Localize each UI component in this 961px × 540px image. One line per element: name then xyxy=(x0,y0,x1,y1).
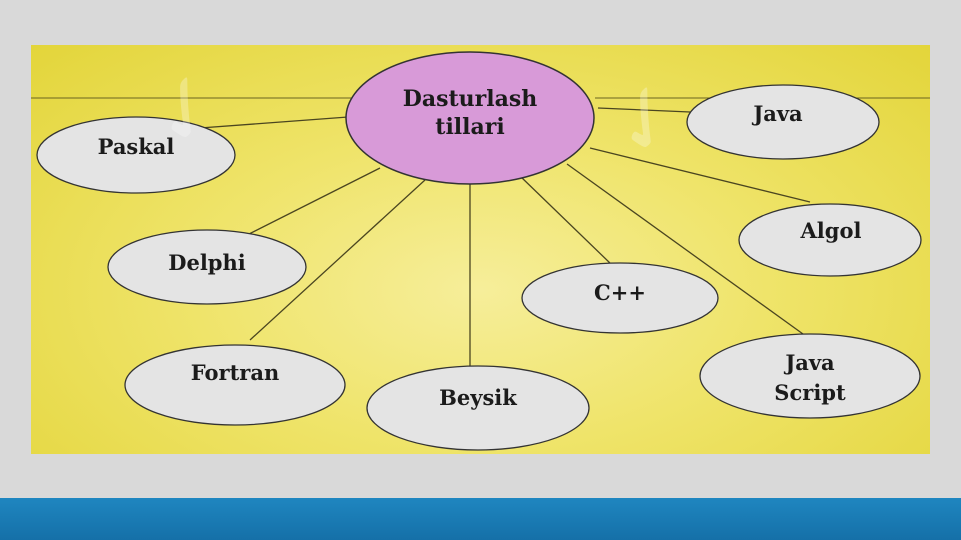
connector-algol xyxy=(589,147,811,203)
label-paskal: Paskal xyxy=(98,134,175,159)
connector-cpp xyxy=(519,175,613,266)
connector-fortran xyxy=(249,179,426,341)
node-javascript: Java Script xyxy=(699,333,921,419)
footer-bar xyxy=(0,498,961,540)
center-label-line2: tillari xyxy=(435,114,504,140)
center-label-line1: Dasturlash xyxy=(403,86,537,112)
node-delphi: Delphi xyxy=(107,229,307,305)
label-delphi: Delphi xyxy=(168,250,246,275)
node-cpp: C++ xyxy=(521,262,719,334)
node-paskal: Paskal xyxy=(36,116,236,194)
connector-paskal xyxy=(199,116,349,129)
node-fortran: Fortran xyxy=(124,344,346,426)
node-algol: Algol xyxy=(738,203,922,277)
connector-javascript xyxy=(566,163,804,335)
label-algol: Algol xyxy=(800,218,862,243)
label-cpp: C++ xyxy=(594,280,646,305)
center-node: Dasturlash tillari xyxy=(345,51,595,185)
label-javascript-line2: Script xyxy=(774,380,846,405)
label-beysik: Beysik xyxy=(439,385,517,410)
connector-delphi xyxy=(244,167,381,237)
label-javascript-line1: Java xyxy=(783,350,835,375)
label-fortran: Fortran xyxy=(191,360,279,385)
node-java: Java xyxy=(686,84,880,160)
connector-java xyxy=(597,107,691,113)
node-beysik: Beysik xyxy=(366,365,590,451)
label-java: Java xyxy=(751,101,803,126)
